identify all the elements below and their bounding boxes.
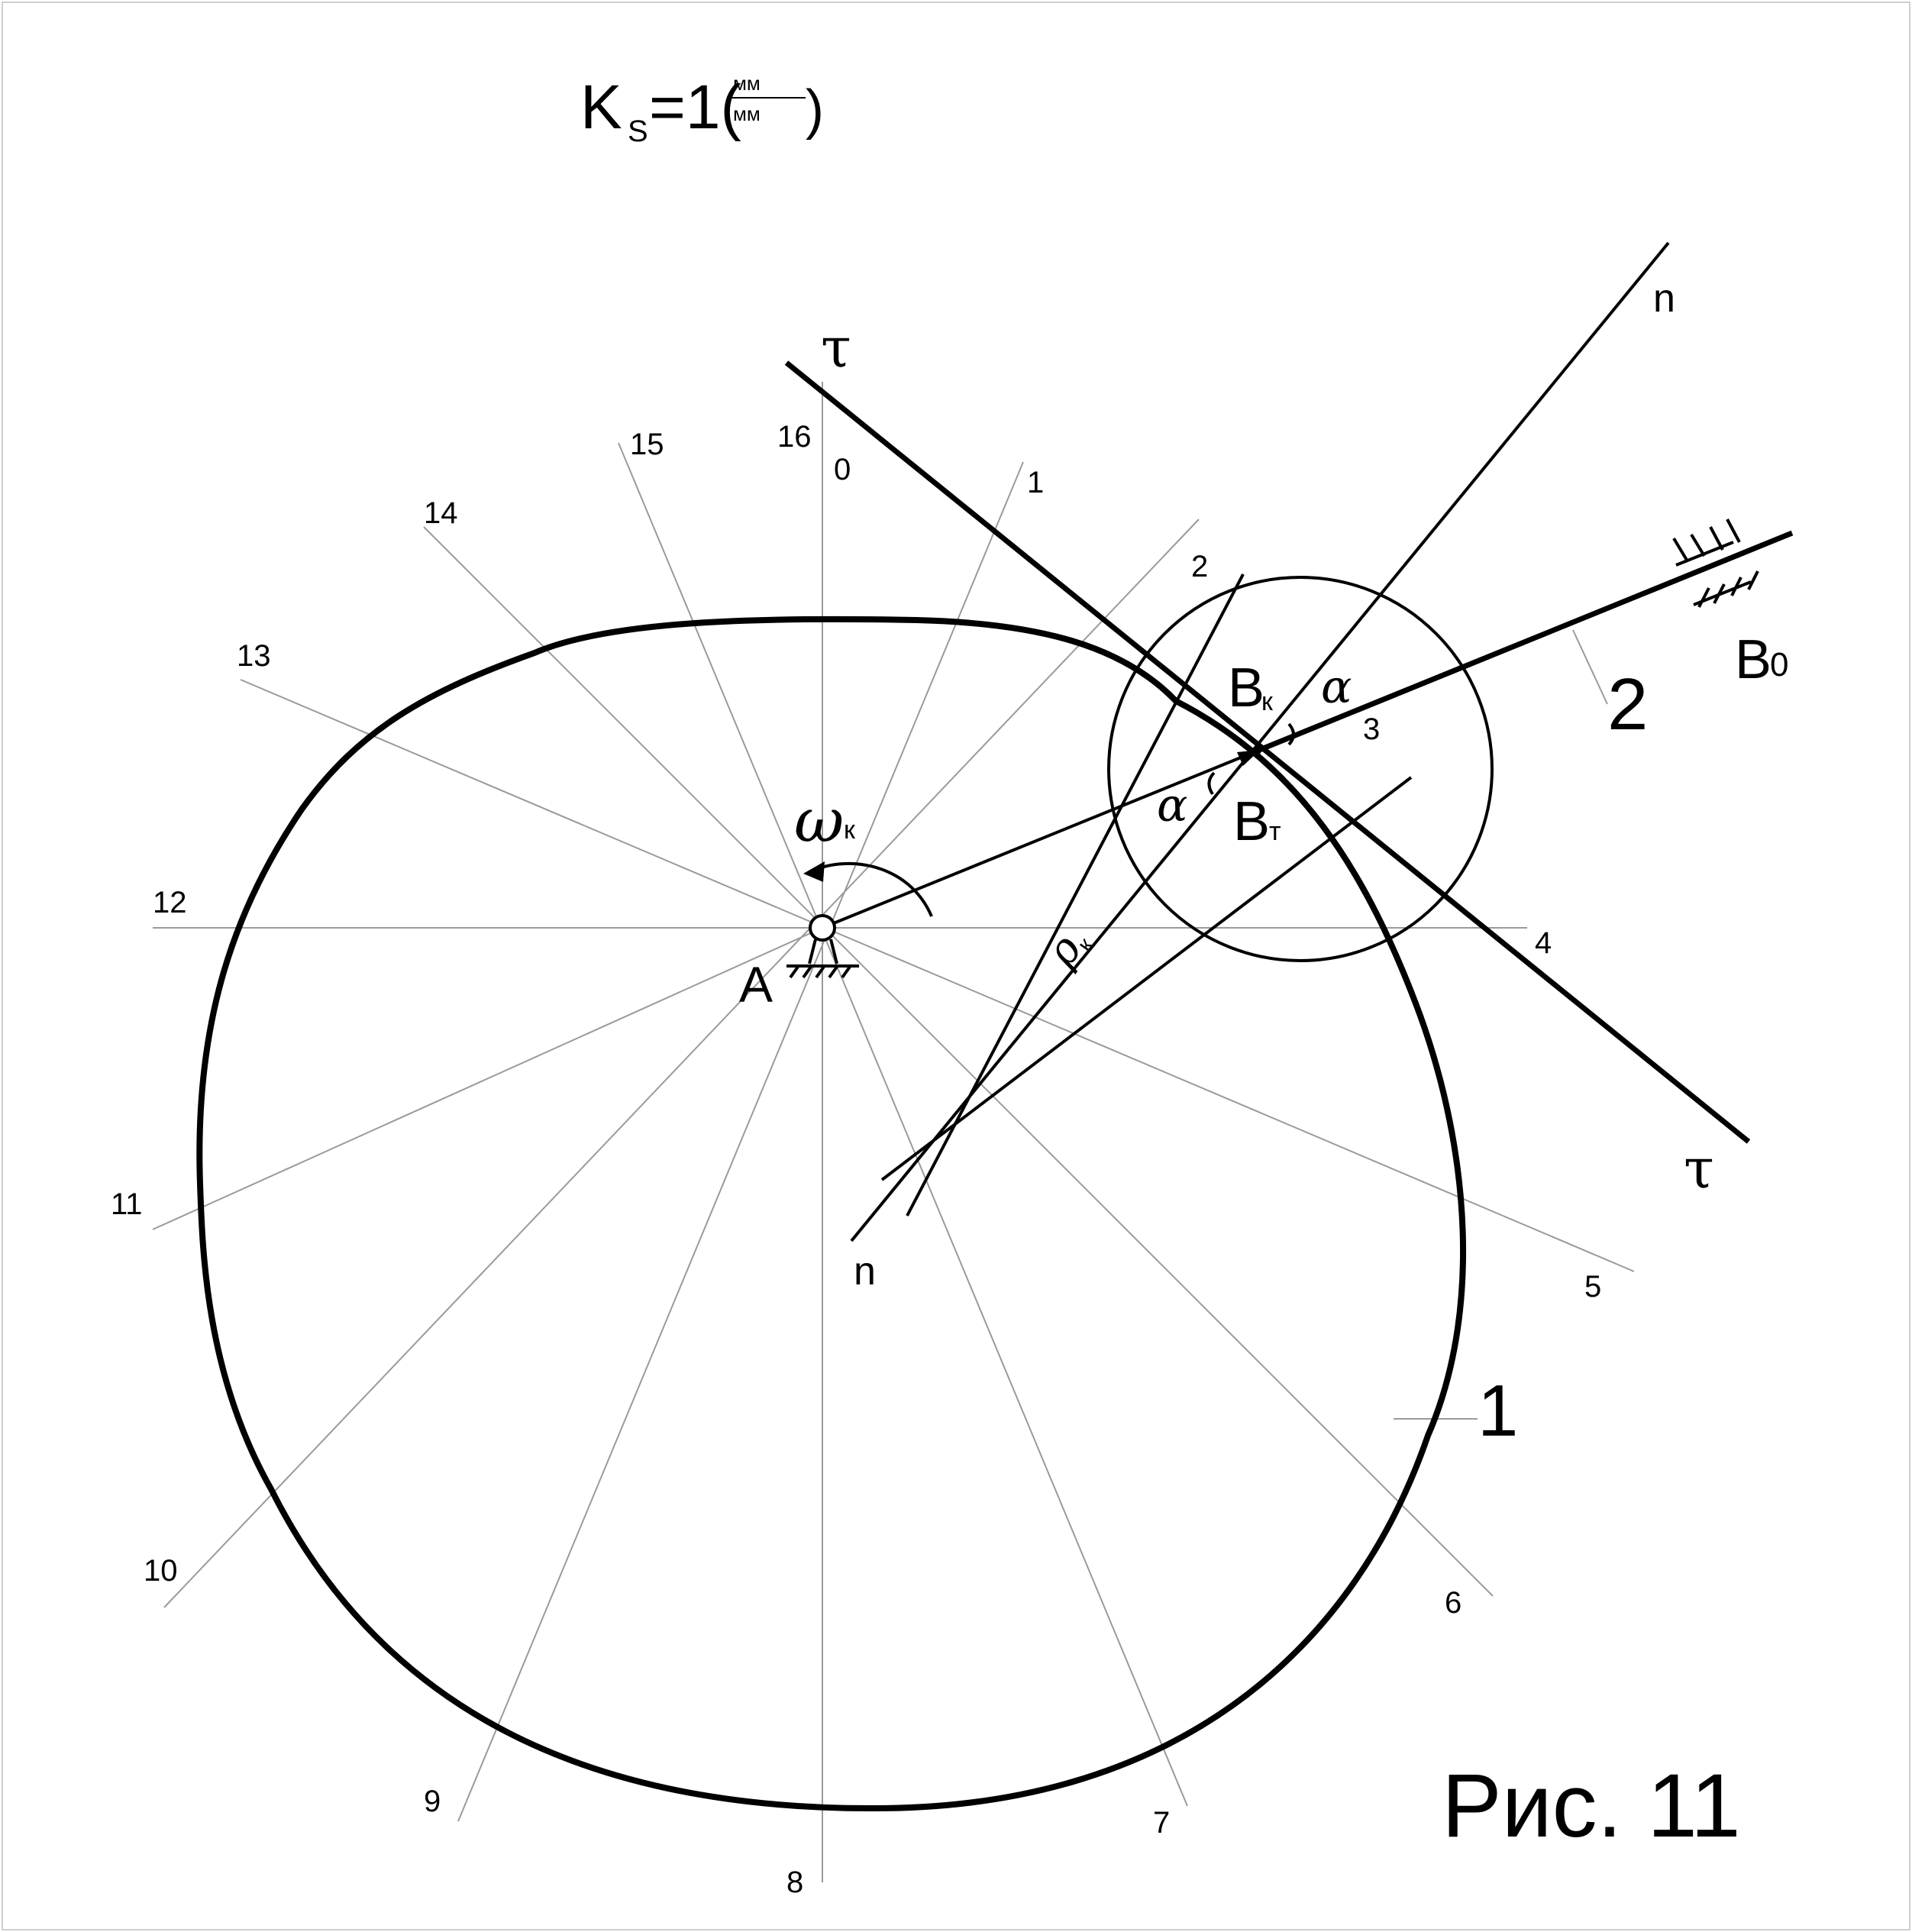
radius-vector-line bbox=[822, 749, 1258, 929]
figure-caption: Рис. 11 bbox=[1442, 1756, 1741, 1856]
contact-point bbox=[1254, 747, 1261, 754]
radial-line-5-13 bbox=[240, 679, 1635, 1272]
position-label-15: 15 bbox=[630, 428, 664, 461]
pivot-leg bbox=[808, 939, 817, 964]
tangent-label-top: τ bbox=[821, 315, 851, 380]
pivot-hatch bbox=[789, 965, 799, 979]
scale-fraction-bottom: мм bbox=[733, 102, 761, 125]
position-label-2: 2 bbox=[1191, 550, 1208, 583]
radial-line-6-14 bbox=[423, 526, 1494, 1597]
point-b0-label: B bbox=[1735, 629, 1772, 690]
point-a-label: A bbox=[739, 956, 773, 1013]
position-label-14: 14 bbox=[424, 496, 458, 530]
point-b0-subscript: 0 bbox=[1770, 646, 1788, 683]
guide-hatch bbox=[1697, 587, 1710, 608]
position-label-4: 4 bbox=[1535, 926, 1552, 960]
position-labels: 0 1 2 3 4 5 6 7 8 9 10 11 12 13 14 15 16 bbox=[111, 420, 1601, 1899]
follower-rod bbox=[1256, 530, 1794, 754]
position-label-7: 7 bbox=[1153, 1806, 1170, 1840]
contact-arrow bbox=[1237, 750, 1260, 766]
normal-line bbox=[850, 241, 1670, 1242]
position-label-11: 11 bbox=[111, 1187, 143, 1221]
cam-pivot bbox=[786, 914, 859, 979]
angle-label-lower: α bbox=[1157, 779, 1188, 832]
position-label-9: 9 bbox=[424, 1785, 441, 1818]
scale-subscript: S bbox=[628, 115, 648, 148]
guide-hatch bbox=[1726, 519, 1741, 543]
angle-arc-upper bbox=[1287, 722, 1295, 746]
position-label-1: 1 bbox=[1027, 466, 1044, 499]
scale-close: ) bbox=[806, 79, 824, 141]
normal-label-top: n bbox=[1653, 276, 1675, 321]
radial-line-1-9 bbox=[457, 461, 1024, 1822]
position-label-0: 0 bbox=[834, 453, 851, 486]
construction-line-1 bbox=[906, 573, 1245, 1216]
angle-arc-lower bbox=[1207, 771, 1216, 796]
guide-hatch bbox=[1690, 533, 1706, 557]
point-bk-label: B bbox=[1228, 657, 1264, 719]
radial-line-11 bbox=[152, 927, 823, 1230]
position-label-3: 3 bbox=[1363, 712, 1380, 746]
position-label-12: 12 bbox=[153, 886, 187, 919]
omega-subscript: к bbox=[844, 816, 856, 845]
pivot-leg bbox=[829, 939, 838, 964]
scale-label: K S =1( мм мм ) bbox=[580, 72, 824, 148]
radial-lines bbox=[152, 382, 1635, 1882]
point-bk-subscript: к bbox=[1261, 687, 1274, 716]
radial-line-7-15 bbox=[618, 442, 1188, 1807]
position-label-13: 13 bbox=[237, 639, 271, 673]
angle-label-upper: α bbox=[1321, 661, 1352, 714]
radial-line-2-10 bbox=[163, 519, 1200, 1608]
pivot-hatch bbox=[828, 965, 838, 979]
position-label-5: 5 bbox=[1584, 1270, 1601, 1304]
cam-profile bbox=[196, 615, 1467, 1812]
point-bt-label: B bbox=[1233, 791, 1270, 852]
link-1-label: 1 bbox=[1478, 1370, 1518, 1452]
tangent-line bbox=[784, 360, 1751, 1144]
follower-guide bbox=[1672, 519, 1759, 608]
pivot-hatch bbox=[802, 965, 812, 979]
guide-hatch bbox=[1672, 537, 1689, 563]
pivot-hatch bbox=[841, 965, 851, 979]
position-label-8: 8 bbox=[786, 1866, 803, 1899]
point-bt-subscript: т bbox=[1269, 817, 1281, 846]
scale-k: K bbox=[580, 73, 622, 142]
rotation-arrow bbox=[812, 861, 933, 917]
position-label-10: 10 bbox=[144, 1554, 178, 1588]
scale-fraction-top: мм bbox=[733, 72, 761, 95]
guide-hatch bbox=[1709, 526, 1724, 551]
guide-hatch bbox=[1730, 577, 1742, 596]
guide-hatch bbox=[1713, 583, 1726, 604]
normal-label-bottom: n bbox=[854, 1249, 876, 1294]
construction-line-2 bbox=[880, 776, 1413, 1181]
pivot-circle bbox=[809, 914, 836, 942]
follower-tick-2 bbox=[1572, 629, 1608, 705]
pivot-hatch bbox=[815, 965, 825, 979]
scale-equals: =1( bbox=[649, 73, 741, 142]
link-2-label: 2 bbox=[1607, 664, 1648, 745]
tangent-label-bottom: τ bbox=[1684, 1136, 1714, 1200]
rotation-arrow-head bbox=[803, 861, 825, 882]
curvature-circle bbox=[1107, 576, 1494, 962]
position-label-16: 16 bbox=[777, 420, 812, 454]
omega-symbol: ω bbox=[794, 785, 844, 856]
position-label-6: 6 bbox=[1445, 1586, 1461, 1620]
guide-hatch bbox=[1747, 570, 1759, 590]
